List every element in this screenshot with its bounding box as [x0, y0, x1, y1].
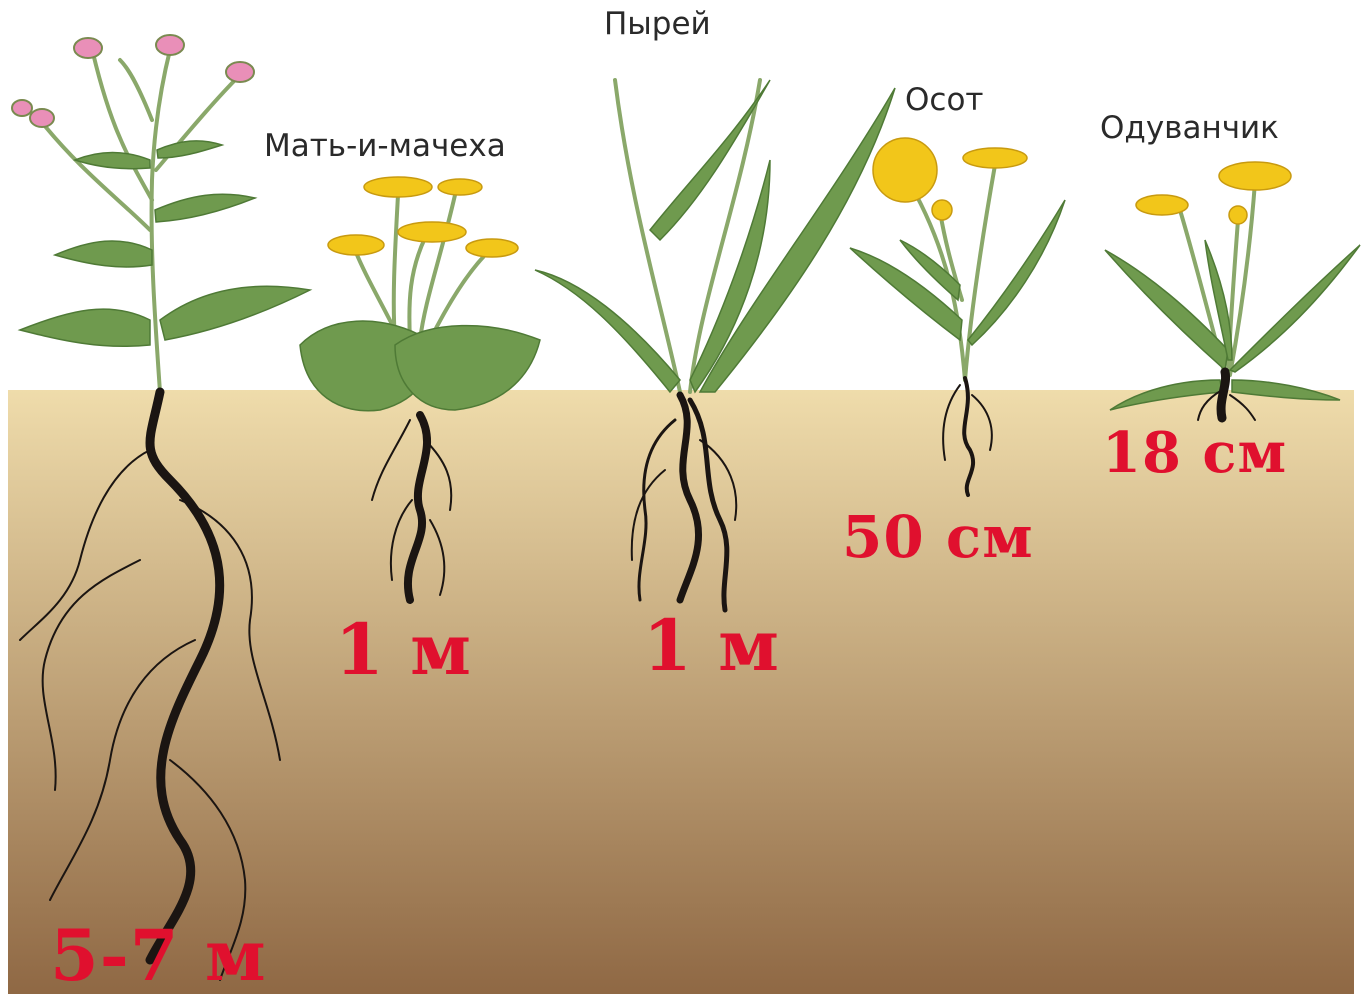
root-depth-thistle: 5-7 м [50, 914, 267, 997]
dandelion-plant [1105, 162, 1360, 420]
root-depth-sow-thistle: 50 см [842, 503, 1034, 571]
plant-name-dandelion: Одуванчик [1100, 110, 1279, 146]
root-depth-coltsfoot: 1 м [335, 608, 472, 691]
plant-name-coltsfoot: Мать-и-мачеха [264, 128, 506, 164]
root-depth-dandelion: 18 см [1102, 420, 1287, 486]
root-depth-couch-grass: 1 м [643, 604, 780, 687]
plant-name-couch-grass: Пырей [604, 6, 711, 42]
plant-name-sow-thistle: Осот [905, 82, 983, 118]
